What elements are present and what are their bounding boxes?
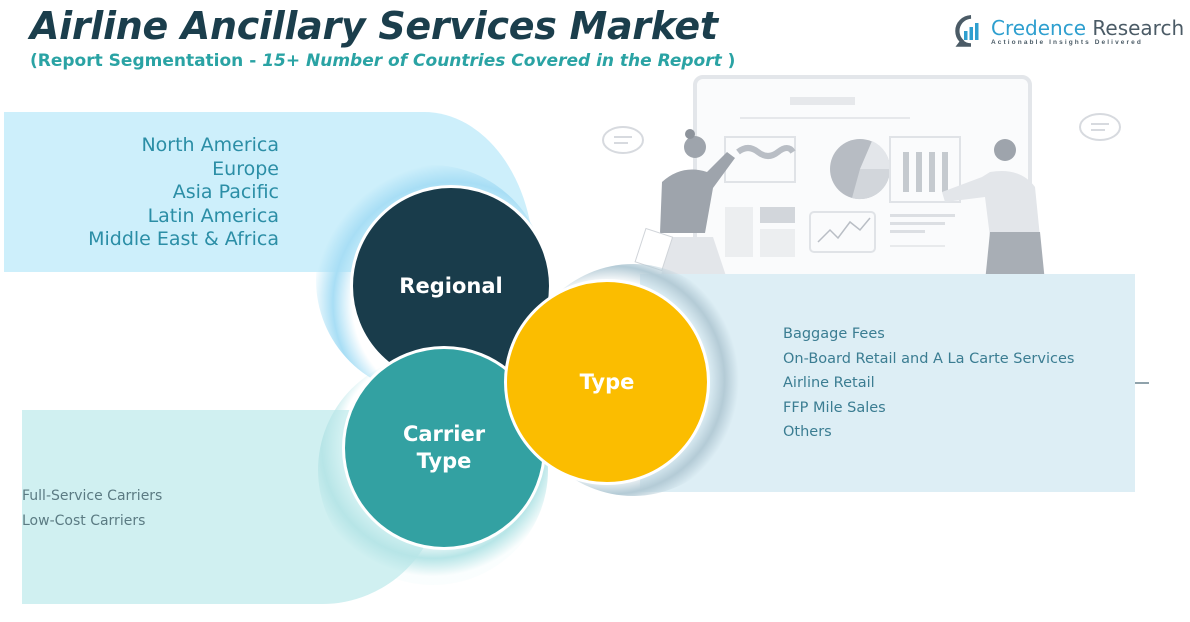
- logo-name-research: Research: [1086, 15, 1185, 40]
- logo-name-credence: Credence: [991, 15, 1087, 40]
- presenters-dashboard-illustration: [602, 75, 1121, 282]
- list-item: Europe: [212, 157, 279, 180]
- decorative-dash: [1135, 382, 1149, 384]
- dashboard-board: [693, 75, 1032, 282]
- page-title: Airline Ancillary Services Market: [30, 4, 718, 48]
- carrier-type-list: Full-Service Carriers Low-Cost Carriers: [22, 484, 162, 533]
- list-item: Baggage Fees: [783, 326, 885, 342]
- list-item: North America: [141, 134, 279, 156]
- carrier-type-label-line2: Type: [416, 449, 472, 473]
- type-label: Type: [579, 369, 635, 394]
- bar-chart-speech-bubble-icon: [955, 15, 979, 47]
- list-item: On-Board Retail and A La Carte Services: [783, 350, 1075, 367]
- list-item: Low-Cost Carriers: [22, 512, 146, 529]
- speech-bubble-right-icon: [1079, 113, 1121, 141]
- list-item: Latin America: [147, 204, 279, 227]
- regional-label: Regional: [399, 273, 503, 298]
- presenter-woman-figure: [634, 129, 735, 282]
- type-list: Baggage Fees On-Board Retail and A La Ca…: [783, 322, 1074, 445]
- subtitle-open: (Report Segmentation -: [30, 51, 263, 71]
- speech-bubble-left-icon: [602, 126, 644, 154]
- subtitle-close: ): [721, 51, 736, 71]
- regional-list: North America Europe Asia Pacific Latin …: [88, 134, 279, 252]
- list-item: Airline Retail: [783, 375, 875, 392]
- list-item: Middle East & Africa: [88, 228, 279, 250]
- presenter-man-figure: [942, 139, 1045, 282]
- list-item: Full-Service Carriers: [22, 488, 163, 504]
- list-item: FFP Mile Sales: [783, 399, 886, 416]
- logo-name: Credence Research: [991, 17, 1184, 39]
- credence-research-logo: Credence Research Actionable Insights De…: [955, 15, 1184, 47]
- logo-tagline: Actionable Insights Delivered: [991, 38, 1143, 46]
- list-item: Others: [783, 424, 832, 441]
- list-item: Asia Pacific: [172, 181, 279, 203]
- page-subtitle: (Report Segmentation - 15+ Number of Cou…: [30, 51, 735, 71]
- carrier-type-label-line1: Carrier: [402, 422, 486, 446]
- subtitle-countries: 15+ Number of Countries Covered in the R…: [262, 51, 722, 71]
- type-segment-circle: Type: [504, 279, 710, 485]
